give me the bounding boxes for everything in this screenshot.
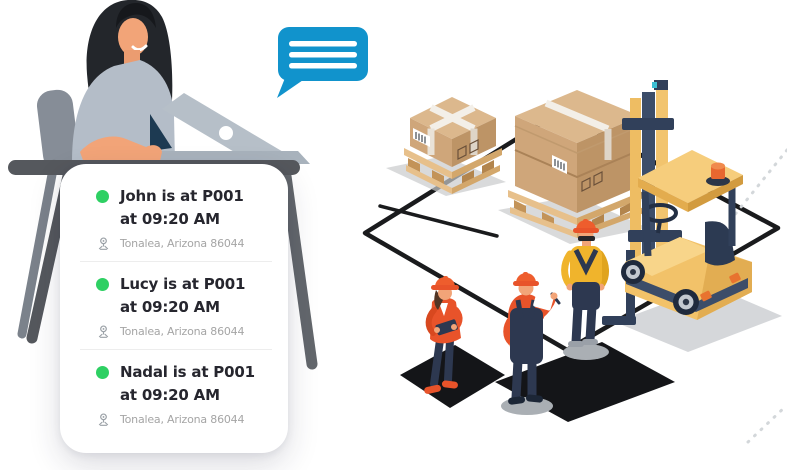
status-dot	[96, 278, 109, 291]
hard-hat	[573, 219, 599, 233]
divider	[80, 349, 272, 350]
pallet-with-box	[404, 97, 502, 194]
beacon-light	[706, 162, 730, 186]
location-pin-icon	[98, 237, 109, 250]
forklift-seat	[705, 221, 735, 266]
forklift-body	[625, 221, 752, 320]
tail-light	[729, 272, 741, 284]
tablet	[435, 319, 458, 336]
status-dot	[96, 190, 109, 203]
shipping-label	[552, 155, 567, 174]
neck	[582, 238, 591, 246]
shipping-label	[413, 128, 430, 147]
pants	[572, 282, 600, 310]
ponytail	[434, 290, 443, 310]
overalls	[510, 308, 543, 364]
notification-title-line2: at 09:20 AM	[120, 297, 220, 316]
device-in-hand	[150, 114, 172, 151]
location-pin-icon	[98, 325, 109, 338]
hard-hat	[431, 276, 459, 290]
notification-location: Tonalea, Arizona 86044	[120, 325, 245, 338]
laptop-logo	[219, 126, 233, 140]
status-dot	[96, 366, 109, 379]
hard-hat	[513, 272, 539, 286]
smile	[131, 44, 148, 52]
notification-title-line1: John is at P001	[120, 187, 244, 205]
notification-title-line1: Nadal is at P001	[120, 363, 255, 381]
pallet-with-stacked-boxes	[508, 90, 646, 238]
arm	[80, 136, 162, 163]
hair-fringe	[116, 3, 156, 28]
notification-location: Tonalea, Arizona 86044	[120, 237, 245, 250]
office-chair	[17, 89, 80, 339]
notification-item[interactable]: Lucy is at P001 at 09:20 AM Tonalea, Ari…	[96, 264, 272, 347]
notification-title-line2: at 09:20 AM	[120, 385, 220, 404]
fragile-stamps	[457, 139, 479, 160]
bubble-tail	[277, 78, 306, 98]
worker-shadow	[563, 344, 609, 360]
worker-man-clipboard	[501, 272, 561, 415]
notification-item[interactable]: Nadal is at P001 at 09:20 AM Tonalea, Ar…	[96, 352, 272, 435]
notification-title-line1: Lucy is at P001	[120, 275, 246, 293]
dashed-guide-line	[746, 404, 787, 444]
warehouse-illustration	[362, 80, 787, 444]
face	[118, 18, 148, 56]
woman-at-laptop-illustration	[8, 0, 368, 370]
forklift	[602, 80, 752, 325]
chat-bubble-icon	[277, 27, 368, 98]
tail-light	[700, 290, 712, 302]
location-notifications-card: John is at P001 at 09:20 AM Tonalea, Ari…	[60, 164, 288, 453]
notification-location: Tonalea, Arizona 86044	[120, 413, 245, 426]
forklift-wheels	[621, 260, 699, 315]
fragile-stamps	[581, 171, 603, 192]
worker-man-yellow	[561, 219, 609, 360]
location-pin-icon	[98, 413, 109, 426]
notification-title-line2: at 09:20 AM	[120, 209, 220, 228]
divider	[80, 261, 272, 262]
notification-item[interactable]: John is at P001 at 09:20 AM Tonalea, Ari…	[96, 176, 272, 259]
desk-leg-right	[280, 170, 318, 370]
dashed-guide-line	[714, 148, 787, 240]
worker-woman-with-tablet	[424, 276, 463, 394]
torso	[72, 60, 175, 162]
clipboard	[533, 282, 557, 311]
